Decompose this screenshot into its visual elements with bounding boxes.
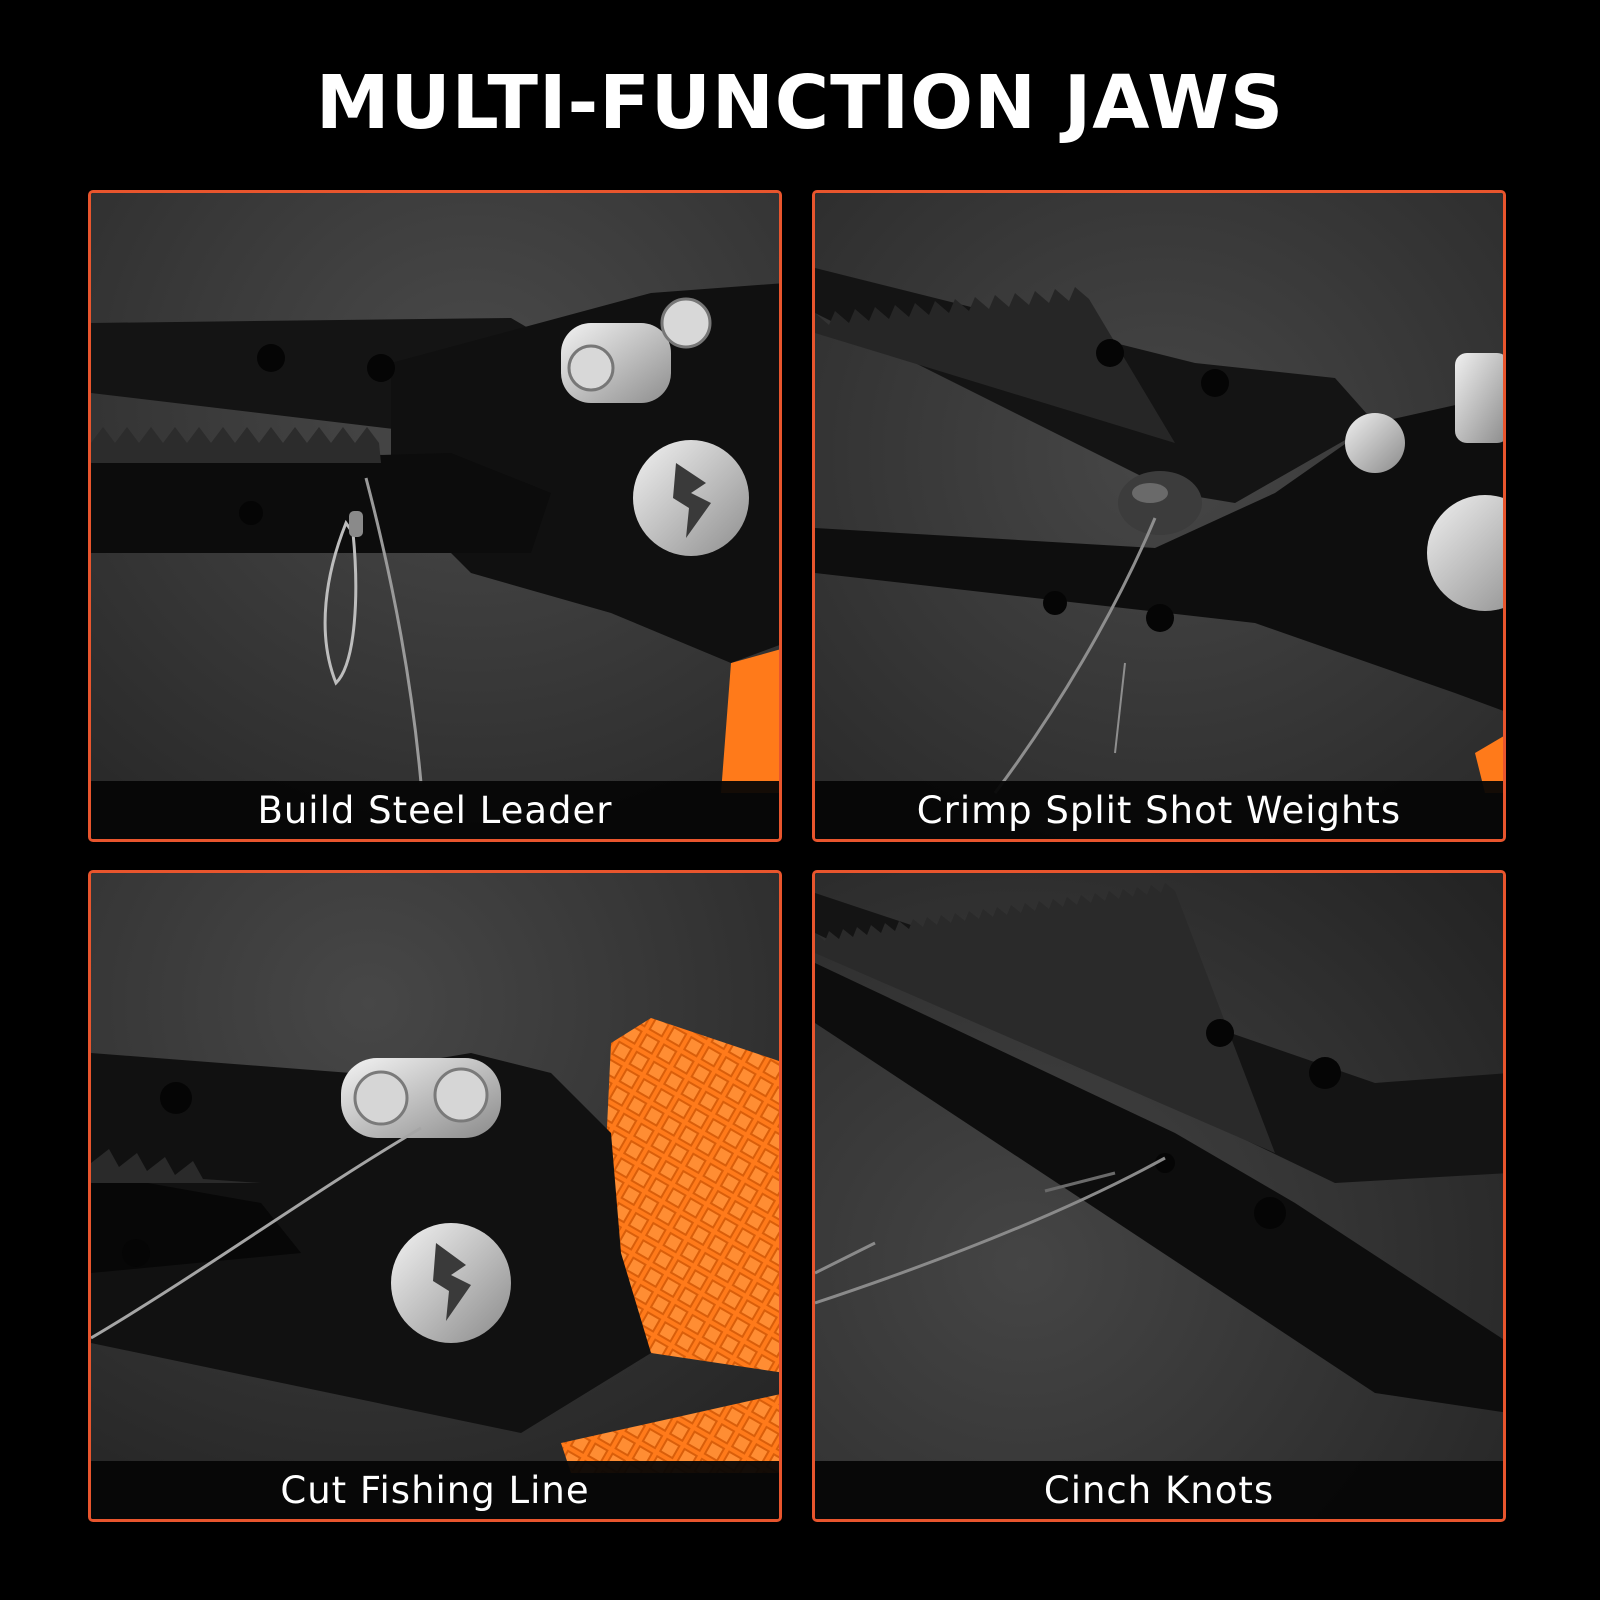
panel-caption: Build Steel Leader	[257, 788, 613, 832]
caption-bar: Build Steel Leader	[91, 781, 779, 839]
split-shot-photo	[815, 193, 1503, 839]
cut-line-photo	[91, 873, 779, 1519]
caption-bar: Cinch Knots	[815, 1461, 1503, 1519]
page-headline: MULTI-FUNCTION JAWS	[315, 60, 1285, 146]
feature-panel-cut-fishing-line: Cut Fishing Line	[88, 870, 782, 1522]
panel-caption: Cinch Knots	[1043, 1468, 1275, 1512]
panel-caption: Cut Fishing Line	[280, 1468, 590, 1512]
steel-leader-photo	[91, 193, 779, 839]
feature-panel-cinch-knots: Cinch Knots	[812, 870, 1506, 1522]
caption-bar: Cut Fishing Line	[91, 1461, 779, 1519]
caption-bar: Crimp Split Shot Weights	[815, 781, 1503, 839]
feature-panel-crimp-split-shot: Crimp Split Shot Weights	[812, 190, 1506, 842]
panel-caption: Crimp Split Shot Weights	[916, 788, 1402, 832]
cinch-knots-photo	[815, 873, 1503, 1519]
feature-panel-build-steel-leader: Build Steel Leader	[88, 190, 782, 842]
